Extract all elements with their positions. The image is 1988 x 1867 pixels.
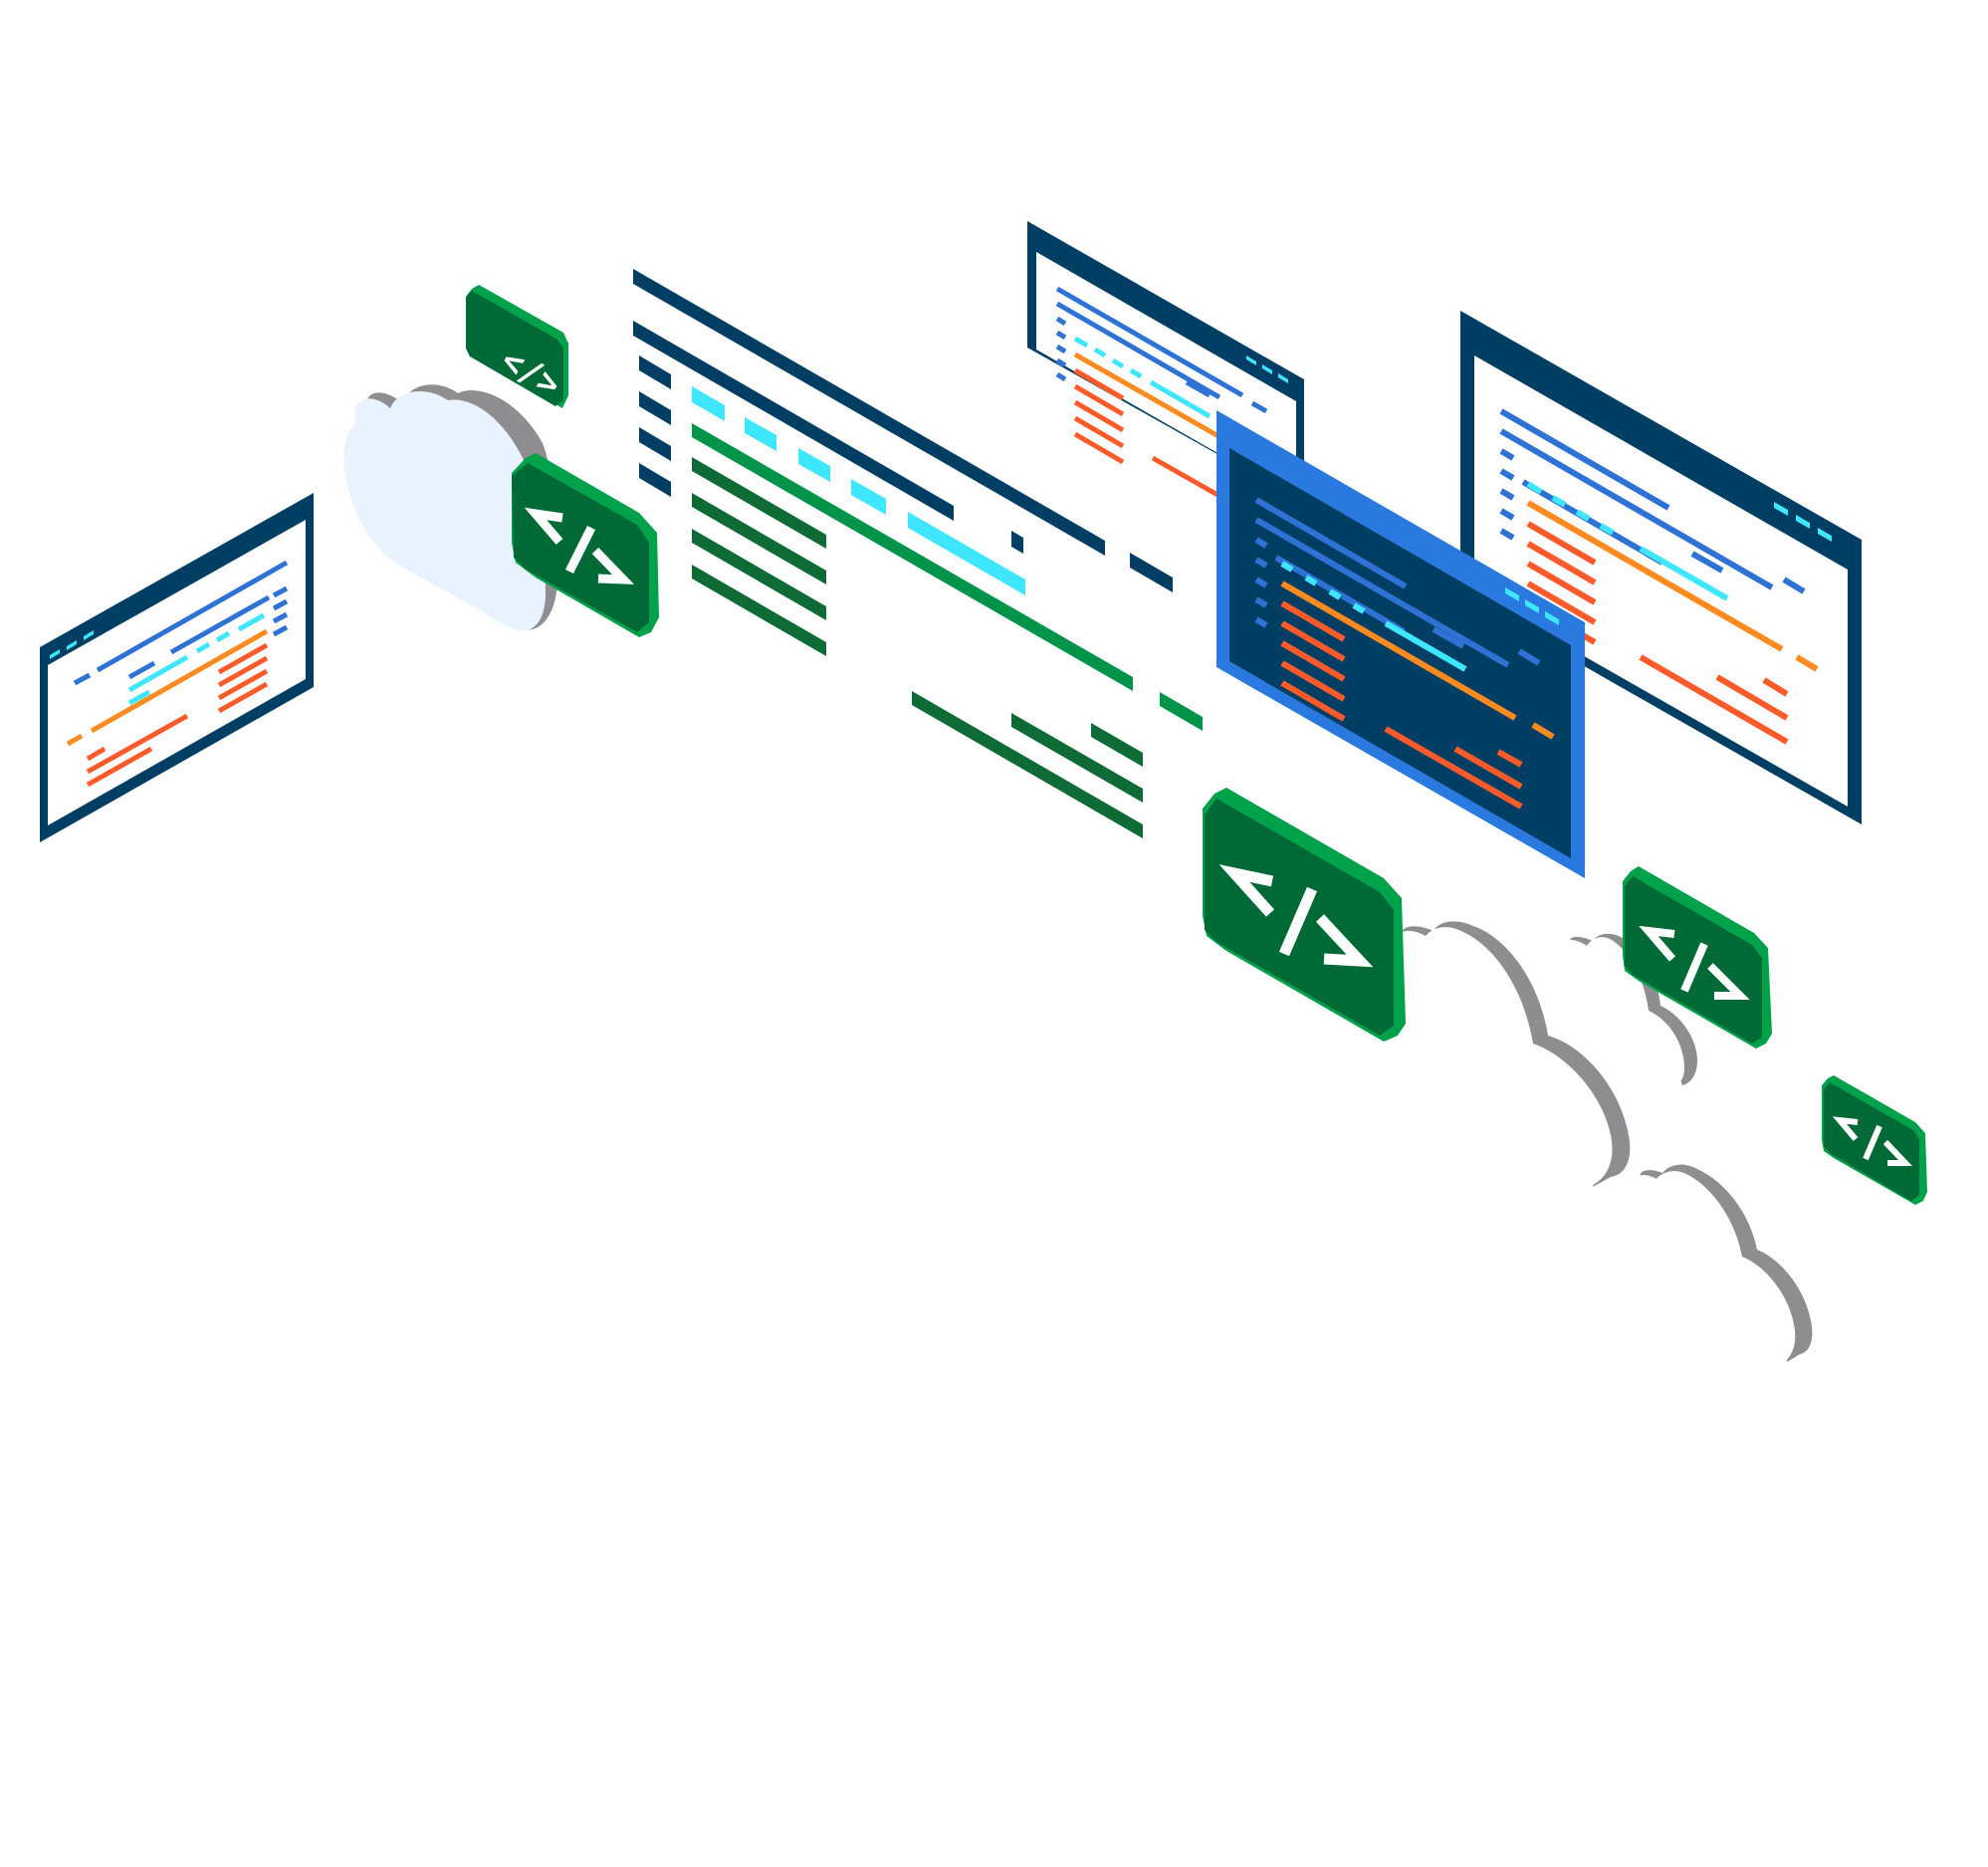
code-badge-icon bbox=[1822, 1075, 1927, 1205]
cloud-icon bbox=[1382, 921, 1631, 1187]
code-window-right bbox=[1460, 311, 1862, 824]
code-lines bbox=[66, 560, 289, 788]
code-window-active bbox=[1216, 410, 1585, 878]
code-badge-icon bbox=[1623, 866, 1772, 1049]
cloud-icon bbox=[1630, 1164, 1813, 1362]
window-control-dots bbox=[1246, 355, 1288, 383]
cloud-icon bbox=[343, 384, 557, 631]
left-code-window bbox=[40, 493, 314, 842]
code-badge-icon: </> bbox=[466, 285, 568, 408]
code-badge-icon bbox=[1203, 788, 1406, 1042]
window-control-dots bbox=[1774, 502, 1832, 542]
floating-code-lines bbox=[633, 269, 1203, 838]
cloud-icon bbox=[1563, 933, 1697, 1087]
window-control-dots bbox=[1505, 587, 1559, 625]
window-control-dots bbox=[50, 630, 94, 659]
code-badge-icon bbox=[512, 453, 659, 637]
